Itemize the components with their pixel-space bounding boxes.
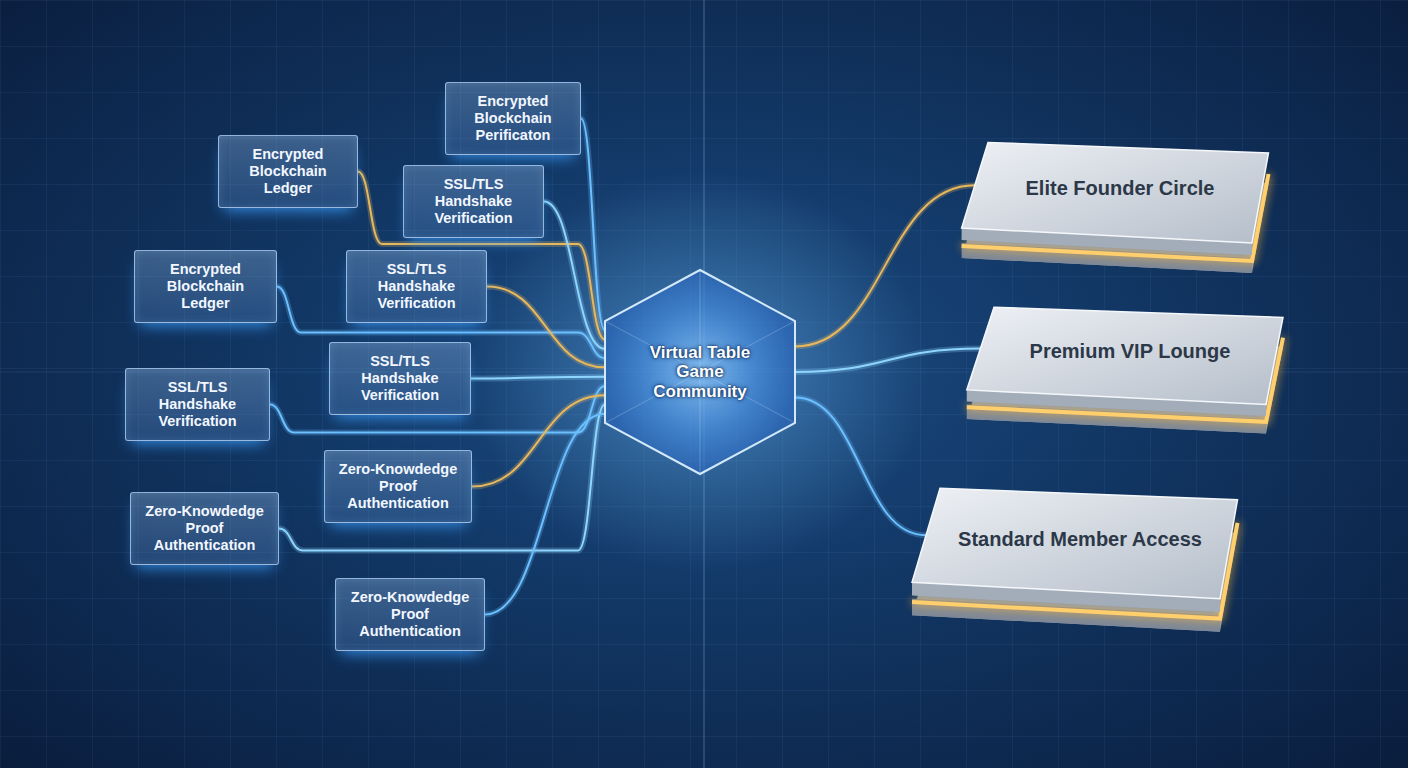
text-holder: Encrypted Blockchain Ledger <box>219 140 357 202</box>
platform-shape <box>960 300 1300 445</box>
text-holder: SSL/TLS Handshake Verification <box>404 170 543 232</box>
security-box: Encrypted Blockchain Perificaton <box>445 82 581 155</box>
text-holder: Zero-Knowdedge Proof Authentication <box>336 583 484 645</box>
node-text: Encrypted Blockchain Ledger <box>143 261 268 311</box>
tier-platform: Standard Member Access <box>905 480 1255 645</box>
text-holder: Encrypted Blockchain Perificaton <box>446 87 580 149</box>
security-box: SSL/TLS Handshake Verification <box>125 368 270 441</box>
text-holder: SSL/TLS Handshake Verification <box>330 347 470 409</box>
platform-top <box>912 488 1238 599</box>
fiber-connector <box>472 395 605 486</box>
fiber-connector <box>795 398 926 536</box>
node-text: Encrypted Blockchain Ledger <box>227 146 349 196</box>
fiber-connector <box>795 349 980 372</box>
text-holder: Virtual Table Game Community <box>632 343 769 402</box>
tier-platform: Premium VIP Lounge <box>960 300 1300 445</box>
platform-top <box>962 143 1269 244</box>
node-text: Standard Member Access <box>958 528 1202 550</box>
hexagon-outline <box>605 270 795 474</box>
connector-glow <box>471 377 605 379</box>
text-holder: Elite Founder Circle <box>995 147 1246 230</box>
security-box: Zero-Knowdedge Proof Authentication <box>324 450 472 523</box>
text-holder: Encrypted Blockchain Ledger <box>135 255 276 317</box>
security-box: SSL/TLS Handshake Verification <box>403 165 544 238</box>
security-box: Zero-Knowdedge Proof Authentication <box>130 492 279 565</box>
security-box: Encrypted Blockchain Ledger <box>134 250 277 323</box>
node-text: Virtual Table Game Community <box>632 343 769 402</box>
platform-shape <box>955 135 1285 285</box>
node-text: Zero-Knowdedge Proof Authentication <box>344 589 476 639</box>
text-holder: Standard Member Access <box>947 493 1213 584</box>
node-text: Premium VIP Lounge <box>1030 340 1231 362</box>
node-text: Zero-Knowdedge Proof Authentication <box>139 503 270 553</box>
fiber-connector <box>487 287 605 368</box>
node-text: Encrypted Blockchain Perificaton <box>454 93 572 143</box>
platform-shape <box>905 480 1255 645</box>
community-hub: Virtual Table Game Community <box>605 270 795 474</box>
security-box: SSL/TLS Handshake Verification <box>346 250 487 323</box>
node-text: SSL/TLS Handshake Verification <box>134 379 261 429</box>
security-box: Encrypted Blockchain Ledger <box>218 135 358 208</box>
fiber-connector <box>471 377 605 379</box>
connector-glow <box>795 398 926 536</box>
connector-glow <box>795 185 975 346</box>
fiber-connector <box>485 414 605 615</box>
node-text: SSL/TLS Handshake Verification <box>355 261 478 311</box>
node-text: SSL/TLS Handshake Verification <box>412 176 535 226</box>
security-box: Zero-Knowdedge Proof Authentication <box>335 578 485 651</box>
text-holder: Zero-Knowdedge Proof Authentication <box>325 455 471 517</box>
text-holder: SSL/TLS Handshake Verification <box>347 255 486 317</box>
node-text: Zero-Knowdedge Proof Authentication <box>333 461 463 511</box>
connector-glow <box>795 349 980 372</box>
node-text: Elite Founder Circle <box>1026 177 1215 199</box>
fiber-connector <box>795 185 975 346</box>
node-text: SSL/TLS Handshake Verification <box>338 353 462 403</box>
tier-platform: Elite Founder Circle <box>955 135 1285 285</box>
fiber-connector <box>544 202 605 349</box>
security-box: SSL/TLS Handshake Verification <box>329 342 471 415</box>
text-holder: Zero-Knowdedge Proof Authentication <box>131 497 278 559</box>
platform-top <box>967 307 1283 404</box>
text-holder: SSL/TLS Handshake Verification <box>126 373 269 435</box>
connector-glow <box>472 395 605 486</box>
text-holder: Premium VIP Lounge <box>1001 312 1259 392</box>
